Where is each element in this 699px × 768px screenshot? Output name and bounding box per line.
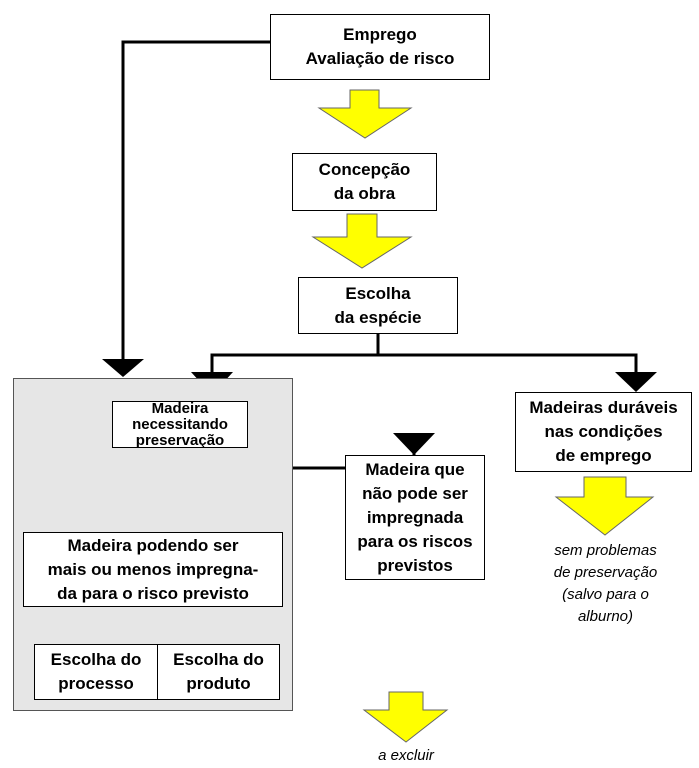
box-escolha-produto: Escolha do produto	[157, 644, 280, 700]
note-a-excluir: a excluir	[378, 747, 434, 764]
box-madeiras-duraveis: Madeiras duráveis nas condições de empre…	[515, 392, 692, 472]
big-arrow-to-especie	[311, 213, 413, 269]
note-sem-problemas: sem problemas de preservação (salvo para…	[553, 542, 658, 625]
connector-split-left	[210, 353, 378, 376]
box-escolha-especie: Escolha da espécie	[298, 277, 458, 334]
box-madeira-podendo: Madeira podendo ser mais ou menos impreg…	[23, 532, 283, 607]
box-concepcao: Concepção da obra	[292, 153, 437, 211]
box-madeira-necessitando: Madeira necessitando preservação	[112, 400, 248, 448]
big-arrow-a-excluir	[362, 691, 449, 743]
box-emprego: Emprego Avaliação de risco	[270, 14, 490, 80]
big-arrow-to-concepcao	[317, 89, 413, 139]
connector-emprego-to-group	[121, 40, 270, 362]
big-arrow-sem-problemas	[554, 476, 655, 536]
arrowhead-nao-pode	[393, 433, 435, 455]
box-escolha-processo: Escolha do processo	[34, 644, 157, 700]
connector-split-right	[378, 353, 638, 374]
arrowhead-duraveis	[615, 372, 657, 392]
box-madeira-nao-pode: Madeira que não pode ser impregnada para…	[345, 455, 485, 580]
choices-row: Escolha do processo Escolha do produto	[34, 644, 280, 700]
arrowhead-group	[102, 359, 144, 377]
